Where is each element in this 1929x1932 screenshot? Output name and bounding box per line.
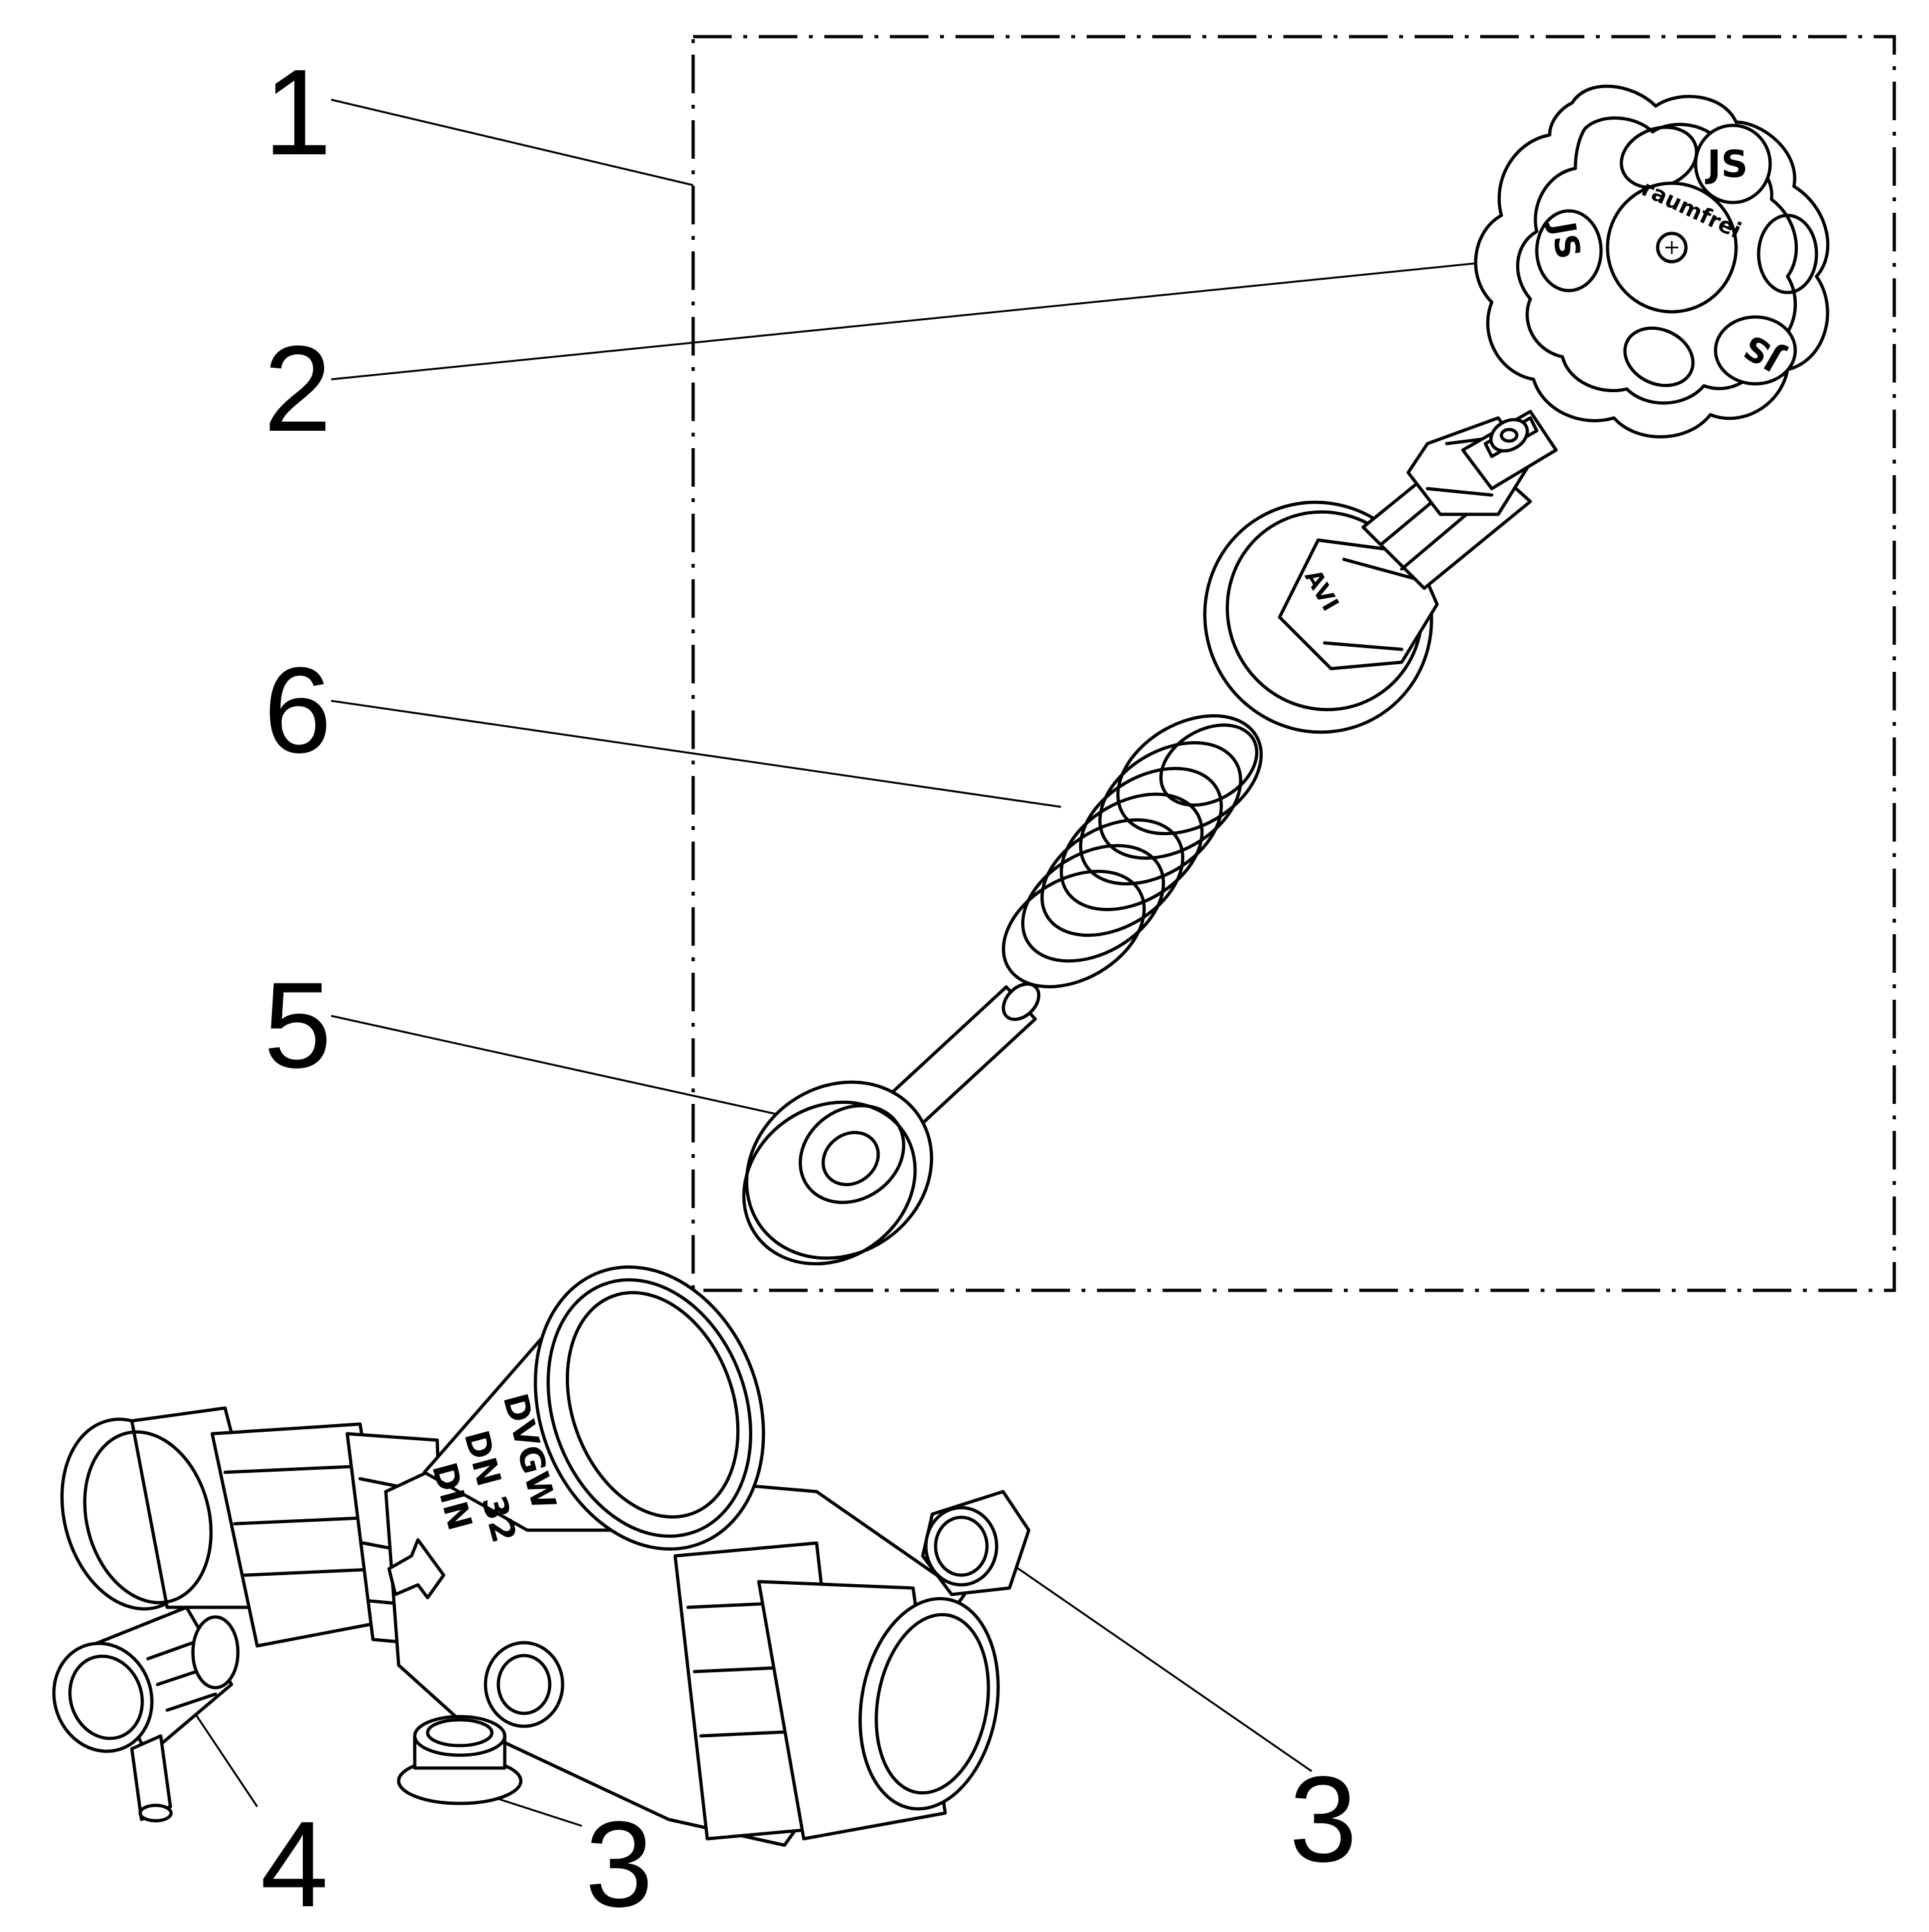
plug-bottom xyxy=(397,1715,523,1805)
valve-body: DVGW DN 32 DIN xyxy=(60,1265,1000,1847)
leader-5 xyxy=(331,1015,798,1120)
handwheel-spoke-top xyxy=(1694,123,1772,204)
flow-arrow xyxy=(387,1538,446,1600)
callout-1: 1 xyxy=(264,44,332,181)
callout-3-bottom: 3 xyxy=(585,1796,653,1929)
handwheel: raumfrei JS JS JS xyxy=(1474,84,1830,438)
bonnet-assembly: AVI xyxy=(1203,410,1558,734)
callout-2: 2 xyxy=(264,321,332,457)
callout-4: 4 xyxy=(260,1796,329,1929)
spring xyxy=(1002,714,1263,989)
kit-boundary-box xyxy=(691,35,1896,1292)
stem-end xyxy=(1002,982,1040,1021)
handwheel-spoke-left xyxy=(1535,209,1603,293)
leader-2 xyxy=(331,259,1505,381)
leader-4 xyxy=(192,1710,258,1807)
drain-cap xyxy=(52,1641,154,1753)
handwheel-spoke-bottom xyxy=(1714,315,1797,386)
plug-right xyxy=(921,1490,1031,1596)
callout-5: 5 xyxy=(264,957,332,1094)
handwheel-logo-top: JS xyxy=(1705,142,1748,186)
callout-3-right: 3 xyxy=(1289,1751,1357,1888)
leader-3-right xyxy=(999,1555,1312,1773)
callout-6: 6 xyxy=(264,642,332,779)
spindle-tip xyxy=(1489,418,1529,453)
handwheel-logo-left: JS xyxy=(1543,217,1587,262)
leader-lines xyxy=(192,98,1505,1827)
valve-disc xyxy=(742,982,1040,1266)
leader-6 xyxy=(331,700,1062,808)
leader-1 xyxy=(331,98,694,186)
drain-valve xyxy=(52,1605,240,1823)
